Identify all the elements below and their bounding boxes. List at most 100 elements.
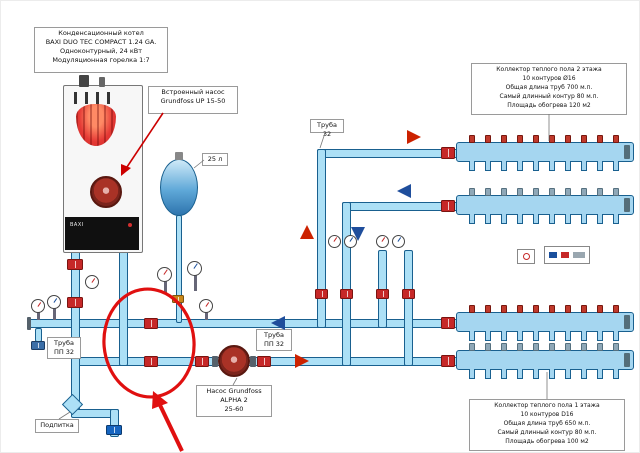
valve-icon [376, 289, 389, 299]
boiler-panel: BAXI [65, 217, 139, 250]
flow-meter-knob-icon [533, 343, 539, 351]
pipe-boiler-return [71, 251, 80, 413]
loop-connection [469, 331, 475, 341]
thermometer-icon [187, 261, 202, 276]
valve-knob-icon [485, 305, 491, 313]
loop-connection [517, 214, 523, 224]
builtin-pump-label: Встроенный насос Grundfoss UP 15-50 [148, 86, 238, 114]
annotation-circle [102, 287, 196, 399]
flow-meter-knob-icon [597, 188, 603, 196]
tank-service-valve-icon [172, 295, 184, 303]
boiler-power-led [128, 223, 132, 227]
gauge-stem [194, 275, 197, 291]
valve-knob-icon [597, 305, 603, 313]
control-led [561, 252, 569, 258]
heat-exchanger-coil-icon [74, 92, 118, 104]
drain-valve-icon [31, 341, 45, 350]
loop-connection [517, 331, 523, 341]
loop-connection [549, 369, 555, 379]
loop-connection [597, 331, 603, 341]
collector-floor2-line: Коллектор теплого пола 2 этажа [496, 66, 602, 73]
thermometer-icon [376, 235, 389, 248]
floor-pump-icon [218, 345, 250, 377]
boiler-flue-icon [79, 75, 89, 87]
thermometer-icon [47, 295, 61, 309]
flow-meter-knob-icon [565, 343, 571, 351]
flow-meter-knob-icon [485, 343, 491, 351]
control-box-icon [544, 246, 590, 264]
gauge-stem [37, 312, 40, 320]
valve-icon [402, 289, 415, 299]
loop-connection [565, 214, 571, 224]
leader-line [232, 377, 238, 386]
pipe-mid-label: Труба ПП 32 [256, 329, 292, 351]
collector-floor2-line: Площадь обогрева 120 м2 [507, 102, 591, 109]
thermostat-icon [517, 249, 535, 264]
loop-connection [565, 369, 571, 379]
pump-flange [212, 356, 218, 367]
tank-cap [175, 152, 183, 160]
gauge-stem [164, 281, 167, 293]
manifold-inlet-valve-icon [441, 355, 455, 367]
pipe-boiler-supply [119, 251, 128, 366]
makeup-label: Подпитка [35, 419, 79, 433]
builtin-pump-label-line: Встроенный насос [161, 88, 225, 96]
builtin-pump-label-line: Grundfoss UP 15-50 [160, 97, 226, 105]
pipe-top-label: Труба 32 [310, 119, 344, 138]
valve-knob-icon [597, 135, 603, 143]
manifold-inlet-valve-icon [441, 317, 455, 329]
air-vent-icon [624, 145, 630, 159]
air-vent-icon [624, 198, 630, 212]
loop-connection [581, 161, 587, 171]
valve-icon [195, 356, 209, 367]
air-vent-icon [624, 353, 630, 367]
expansion-tank-icon [160, 159, 198, 216]
valve-icon [144, 318, 158, 329]
loop-connection [613, 214, 619, 224]
boiler: BAXI [63, 85, 143, 253]
loop-connection [549, 161, 555, 171]
valve-icon [257, 356, 271, 367]
valve-knob-icon [501, 135, 507, 143]
valve-knob-icon [533, 305, 539, 313]
loop-connection [533, 331, 539, 341]
boiler-info-label: Конденсационный котел BAXI DUO TEC COMPA… [34, 27, 168, 73]
flow-arrow-red-up-icon [300, 225, 314, 239]
pipe-main-upper [29, 319, 458, 328]
pressure-gauge-icon [199, 299, 213, 313]
valve-knob-icon [533, 135, 539, 143]
pipe-mid-label-line: Труба [264, 331, 284, 339]
thermometer-icon [392, 235, 405, 248]
boiler-info-line: BAXI DUO TEC COMPACT 1.24 GA. [45, 38, 157, 46]
valve-knob-icon [469, 135, 475, 143]
loop-connection [565, 331, 571, 341]
loop-connection [517, 161, 523, 171]
flow-meter-knob-icon [581, 343, 587, 351]
leader-line [58, 411, 71, 420]
annotation-arrowhead [152, 391, 168, 409]
boiler-brand: BAXI [70, 222, 84, 228]
loop-connection [597, 161, 603, 171]
flow-meter-knob-icon [517, 343, 523, 351]
loop-connection [517, 369, 523, 379]
collector-floor2-line: Общая длина труб 700 м.п. [505, 84, 593, 91]
loop-connection [533, 369, 539, 379]
loop-connection [533, 161, 539, 171]
thermometer-icon [344, 235, 357, 248]
pipe-left-label: Труба ПП 32 [47, 337, 81, 359]
valve-knob-icon [517, 135, 523, 143]
pipe-riser-2 [342, 202, 351, 366]
loop-connection [565, 161, 571, 171]
valve-icon [144, 356, 158, 367]
loop-connection [581, 214, 587, 224]
loop-connection [485, 331, 491, 341]
pipe-drain-stub [35, 328, 42, 342]
pipe-top-label-text: Труба 32 [317, 121, 337, 138]
manifold-inlet-valve-icon [441, 200, 455, 212]
makeup-label-text: Подпитка [40, 421, 74, 429]
gauge-stem [205, 312, 208, 320]
collector-floor2-line: 10 контуров Ø16 [522, 75, 576, 82]
boiler-info-line: Одноконтурный, 24 кВт [60, 47, 142, 55]
loop-connection [597, 369, 603, 379]
valve-knob-icon [517, 305, 523, 313]
